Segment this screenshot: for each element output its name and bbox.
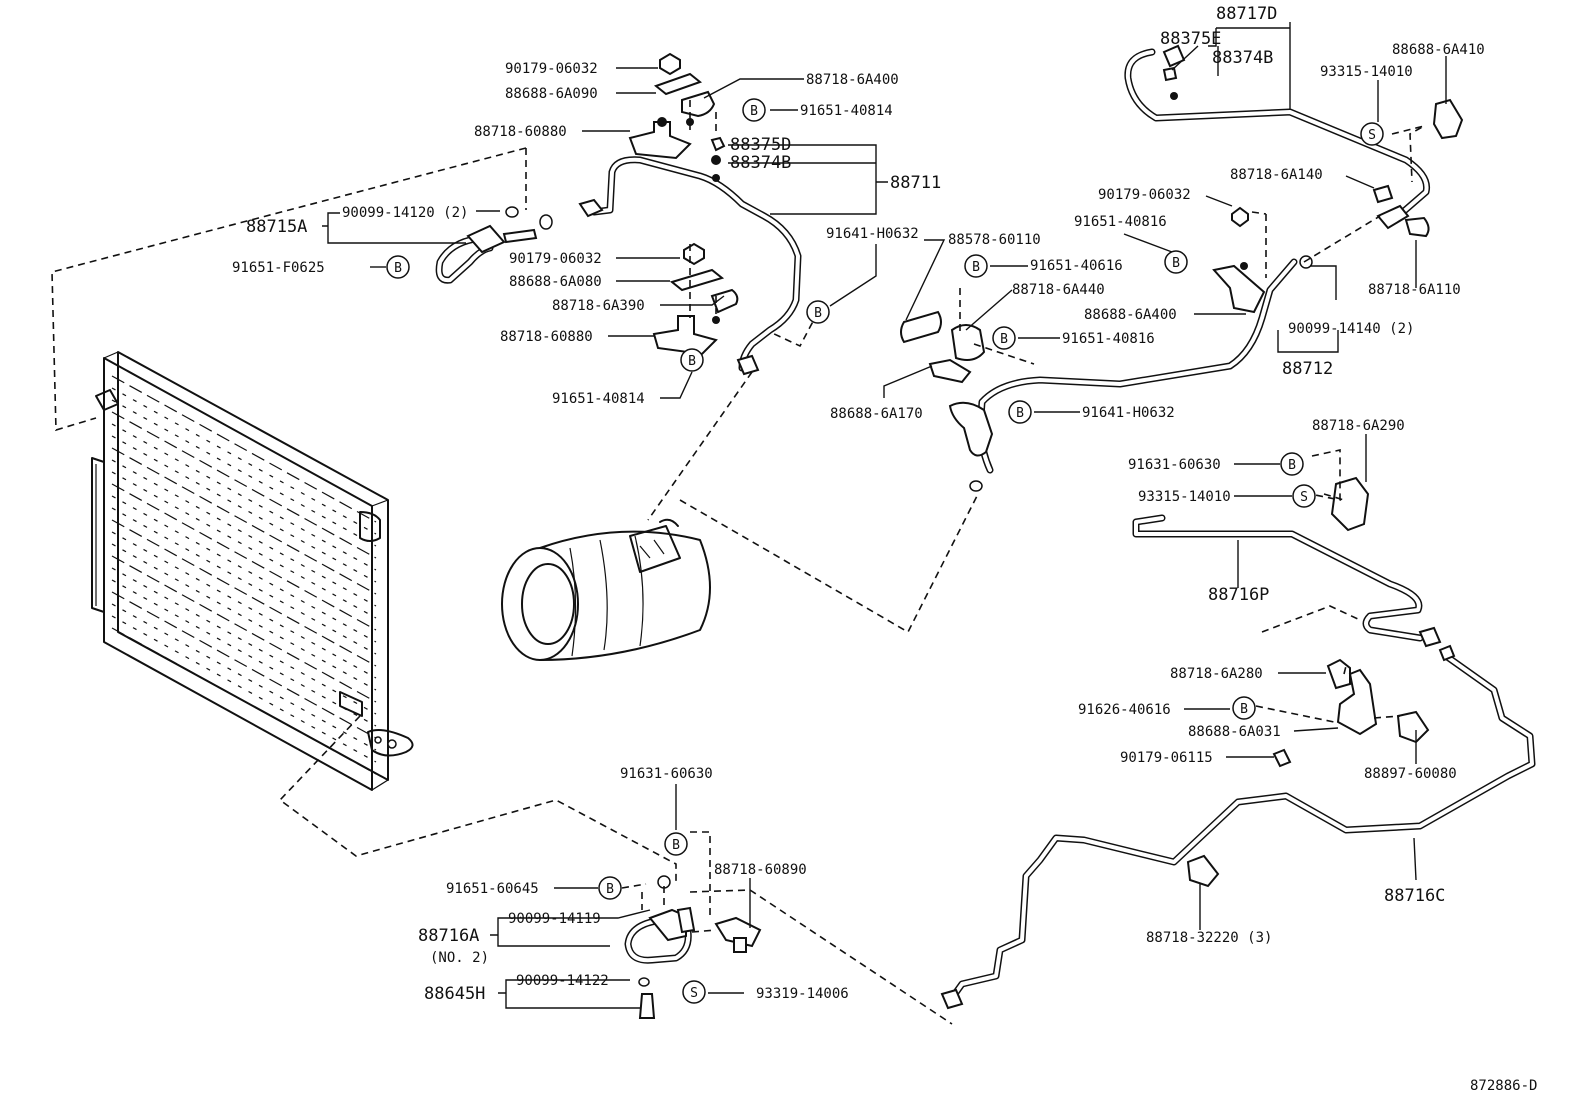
label-88716A: 88716A	[418, 926, 479, 946]
label-91626-40616: 91626-40616	[1078, 702, 1171, 718]
leader-lines	[322, 22, 1447, 1009]
screw-callout-icon: S	[1360, 122, 1384, 146]
bolt-callout-icon: B	[964, 254, 988, 278]
figure-code: 872886-D	[1470, 1078, 1537, 1094]
screw-callout-icon: S	[1292, 484, 1316, 508]
bolt-callout-icon: B	[742, 98, 766, 122]
label-91651-40814-mid: 91651-40814	[552, 391, 645, 407]
bolt-callout-icon: B	[598, 876, 622, 900]
label-88578-60110: 88578-60110	[948, 232, 1041, 248]
screw-callout-icon: S	[682, 980, 706, 1004]
label-88718-6A400: 88718-6A400	[806, 72, 899, 88]
svg-text:S: S	[1368, 128, 1376, 143]
callout-circles: B B B B B B B B S B S B B B S	[386, 98, 1384, 1004]
label-88897-60080: 88897-60080	[1364, 766, 1457, 782]
label-88711: 88711	[890, 173, 941, 193]
label-88374B: 88374B	[730, 153, 791, 173]
bolt-callout-icon: B	[1280, 452, 1304, 476]
label-88712: 88712	[1282, 359, 1333, 379]
svg-text:B: B	[1000, 332, 1008, 347]
label-90179-06032-top: 90179-06032	[505, 61, 598, 77]
label-91651-F0625: 91651-F0625	[232, 260, 325, 276]
label-88718-60880-mid: 88718-60880	[500, 329, 593, 345]
condenser-assembly	[91, 351, 414, 791]
label-91641-H0632-right: 91641-H0632	[1082, 405, 1175, 421]
bolt-callout-icon: B	[992, 326, 1016, 350]
label-90179-06032-right: 90179-06032	[1098, 187, 1191, 203]
bolt-callout-icon: B	[680, 348, 704, 372]
svg-text:B: B	[1172, 256, 1180, 271]
label-88718-60880-top: 88718-60880	[474, 124, 567, 140]
label-88375E: 88375E	[1160, 29, 1221, 49]
label-88716A-no2: (NO. 2)	[430, 950, 489, 966]
label-91651-40816-top: 91651-40816	[1074, 214, 1167, 230]
svg-text:B: B	[394, 261, 402, 276]
svg-text:S: S	[1300, 490, 1308, 505]
svg-text:B: B	[672, 838, 680, 853]
label-90099-14120: 90099-14120 (2)	[342, 205, 468, 221]
label-91631-60630-bottom: 91631-60630	[620, 766, 713, 782]
label-88688-6A090: 88688-6A090	[505, 86, 598, 102]
label-91651-40616: 91651-40616	[1030, 258, 1123, 274]
label-93315-14010-top: 93315-14010	[1320, 64, 1413, 80]
label-91651-60645: 91651-60645	[446, 881, 539, 897]
bolt-callout-icon: B	[386, 255, 410, 279]
svg-text:B: B	[750, 104, 758, 119]
label-90179-06115: 90179-06115	[1120, 750, 1213, 766]
svg-text:B: B	[688, 354, 696, 369]
condenser-fins	[111, 375, 377, 775]
label-91641-H0632-left: 91641-H0632	[826, 226, 919, 242]
label-90099-14140: 90099-14140 (2)	[1288, 321, 1414, 337]
label-93315-14010-mid: 93315-14010	[1138, 489, 1231, 505]
svg-text:B: B	[606, 882, 614, 897]
svg-text:B: B	[972, 260, 980, 275]
label-88688-6A031: 88688-6A031	[1188, 724, 1281, 740]
label-88717D: 88717D	[1216, 4, 1277, 24]
label-88718-6A140: 88718-6A140	[1230, 167, 1323, 183]
label-88688-6A400: 88688-6A400	[1084, 307, 1177, 323]
label-88718-6A290: 88718-6A290	[1312, 418, 1405, 434]
label-88374B-right: 88374B	[1212, 48, 1273, 68]
label-88718-60890: 88718-60890	[714, 862, 807, 878]
label-88645H: 88645H	[424, 984, 485, 1004]
bolt-callout-icon: B	[1164, 250, 1188, 274]
label-88688-6A170: 88688-6A170	[830, 406, 923, 422]
label-90179-06032-mid: 90179-06032	[509, 251, 602, 267]
label-88718-6A280: 88718-6A280	[1170, 666, 1263, 682]
label-88716P: 88716P	[1208, 585, 1269, 605]
compressor	[501, 518, 711, 661]
relation-lines	[51, 100, 1425, 1025]
label-91651-40814-top: 91651-40814	[800, 103, 893, 119]
fittings	[466, 44, 1464, 1019]
bolt-callout-icon: B	[664, 832, 688, 856]
label-88715A: 88715A	[246, 217, 307, 237]
label-88718-6A440: 88718-6A440	[1012, 282, 1105, 298]
bolt-callout-icon: B	[1232, 696, 1256, 720]
label-88718-6A390: 88718-6A390	[552, 298, 645, 314]
pipes	[435, 48, 1536, 1002]
svg-text:B: B	[1240, 702, 1248, 717]
label-88375D: 88375D	[730, 135, 791, 155]
part-labels: 90179-06032 88688-6A090 88718-6A400 9165…	[232, 4, 1537, 1094]
label-93319-14006: 93319-14006	[756, 986, 849, 1002]
label-90099-14122: 90099-14122	[516, 973, 609, 989]
label-88688-6A080: 88688-6A080	[509, 274, 602, 290]
label-88718-32220: 88718-32220 (3)	[1146, 930, 1272, 946]
label-88688-6A410: 88688-6A410	[1392, 42, 1485, 58]
label-91651-40816-mid: 91651-40816	[1062, 331, 1155, 347]
bolt-callout-icon: B	[1008, 400, 1032, 424]
label-91631-60630-right: 91631-60630	[1128, 457, 1221, 473]
svg-text:B: B	[814, 306, 822, 321]
bolt-callout-icon: B	[806, 300, 830, 324]
label-90099-14119: 90099-14119	[508, 911, 601, 927]
svg-text:B: B	[1016, 406, 1024, 421]
svg-text:S: S	[690, 986, 698, 1001]
svg-text:B: B	[1288, 458, 1296, 473]
label-88716C: 88716C	[1384, 886, 1445, 906]
label-88718-6A110: 88718-6A110	[1368, 282, 1461, 298]
